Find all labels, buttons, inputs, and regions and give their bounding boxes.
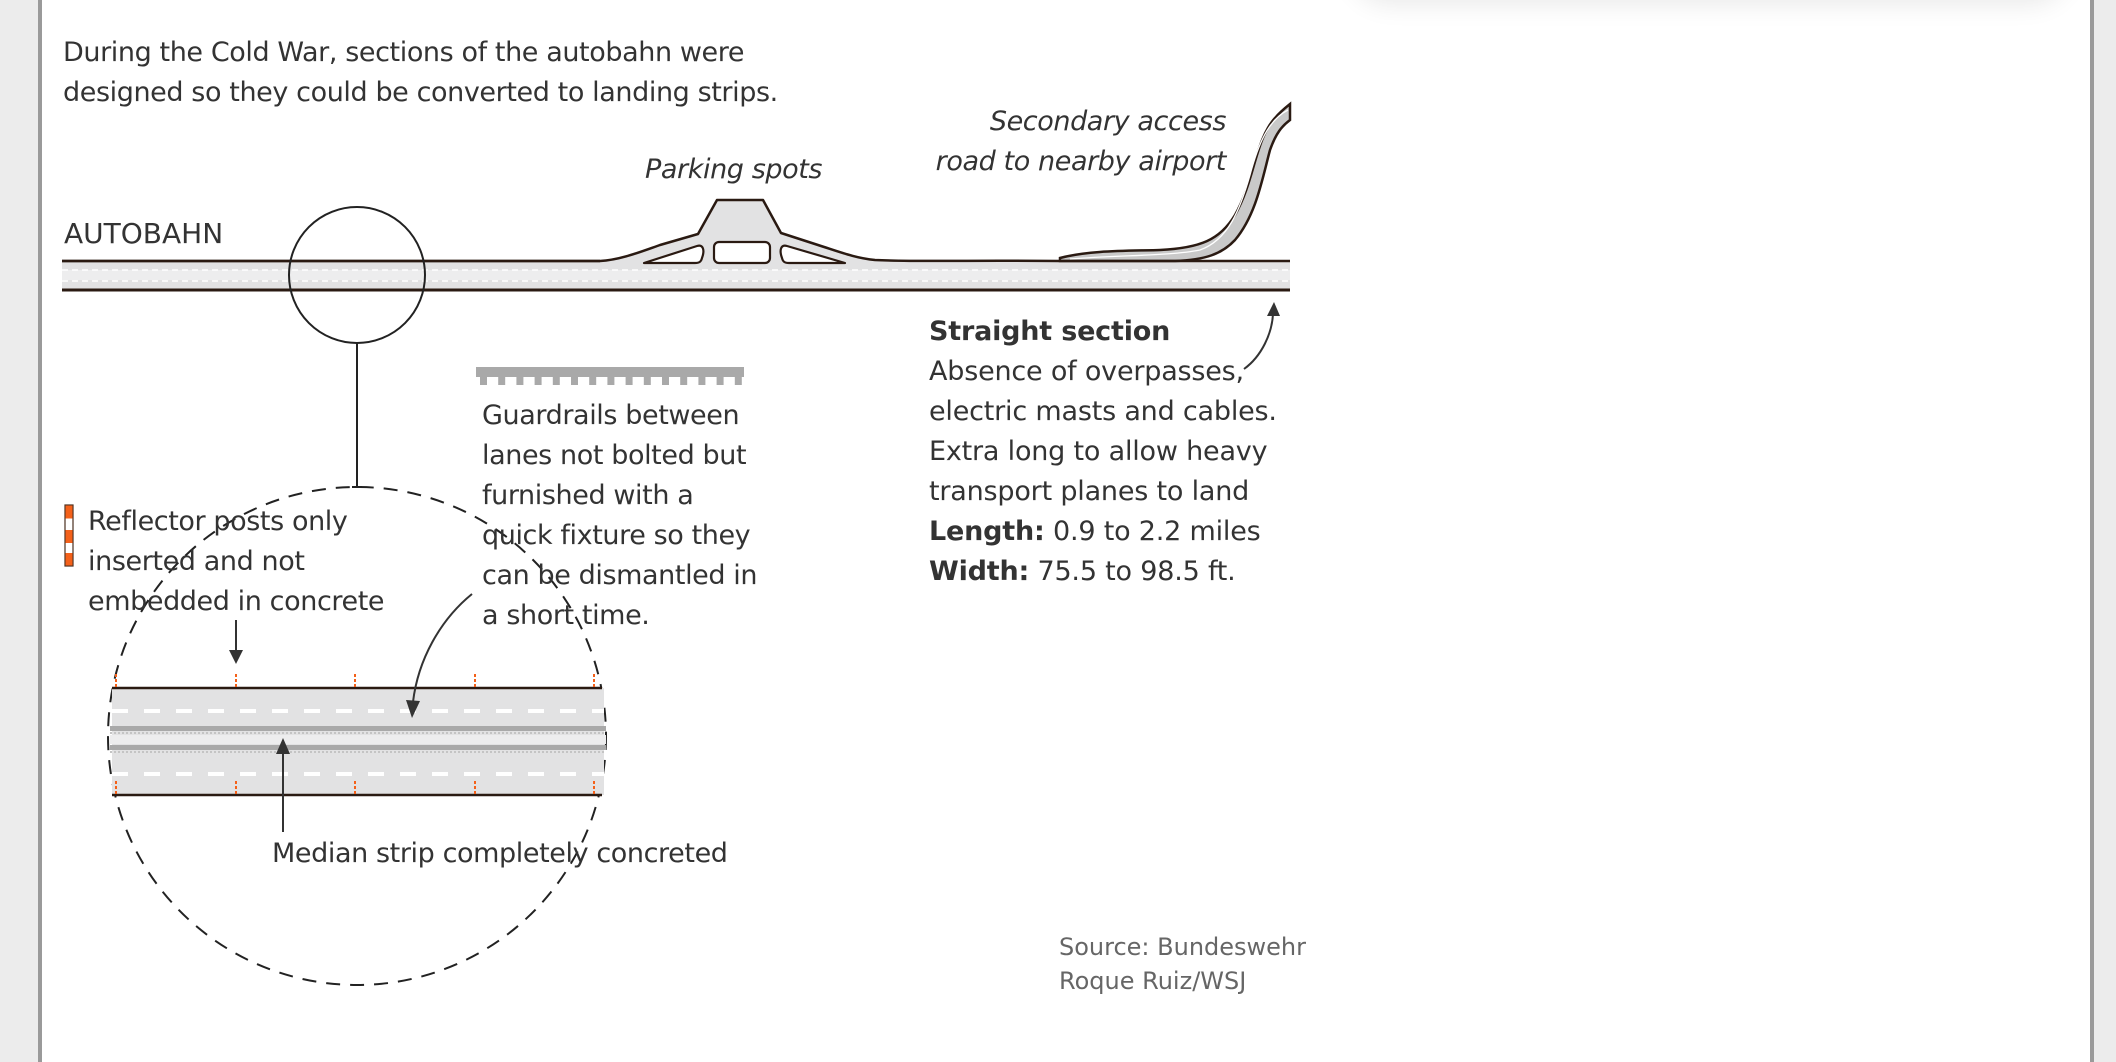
intro-text: During the Cold War, sections of the aut… [63, 33, 778, 113]
guardrail-tooth [734, 377, 742, 385]
width-label: Width: [929, 556, 1030, 587]
reflector-line: Reflector posts only [88, 506, 348, 537]
guardrail-tooth [516, 377, 524, 385]
access-road-label: Secondary access road to nearby airport [935, 102, 1227, 182]
access-road [1058, 101, 1292, 263]
median-arrow [276, 738, 290, 832]
guardrail-tooth [680, 377, 688, 385]
straight-section-line: Extra long to allow heavy [929, 436, 1268, 467]
guardrail-tooth [625, 377, 633, 385]
guardrails-line: lanes not bolted but [482, 440, 747, 471]
author-credit: Roque Ruiz/WSJ [1059, 967, 1247, 995]
reflector-post-icon [64, 504, 74, 567]
straight-section-arrow [1243, 302, 1280, 370]
straight-section-line: electric masts and cables. [929, 396, 1277, 427]
intro-line: During the Cold War, sections of the aut… [63, 37, 745, 68]
guardrail-tooth [643, 377, 651, 385]
guardrails-line: can be dismantled in [482, 560, 758, 591]
reflector-line: embedded in concrete [88, 586, 385, 617]
graphic-frame [38, 0, 2094, 1062]
guardrail-tooth [552, 377, 560, 385]
credits: Source: Bundeswehr Roque Ruiz/WSJ [1059, 930, 1306, 998]
guardrails-line: Guardrails between [482, 400, 740, 431]
guardrails-line: furnished with a [482, 480, 694, 511]
access-road-line: road to nearby airport [935, 146, 1227, 177]
width-value: 75.5 to 98.5 ft. [1029, 556, 1236, 587]
access-road-line: Secondary access [989, 106, 1227, 137]
straight-section-line: transport planes to land [929, 476, 1250, 507]
guardrail-tooth [716, 377, 724, 385]
detail-road [110, 674, 606, 797]
guardrail-tooth [662, 377, 669, 385]
reflector-note: Reflector posts only inserted and not em… [88, 502, 385, 622]
straight-section-line: Absence of overpasses, [929, 356, 1244, 387]
guardrails-line: quick fixture so they [482, 520, 751, 551]
guardrails-note: Guardrails between lanes not bolted but … [482, 396, 758, 636]
guardrail-tooth [589, 377, 597, 385]
median-strip-label: Median strip completely concreted [272, 838, 728, 869]
guardrail-tooth [698, 377, 706, 385]
reflector-line: inserted and not [88, 546, 305, 577]
parking-area [62, 198, 1290, 265]
intro-line: designed so they could be converted to l… [63, 77, 778, 108]
straight-section-note: Straight section Absence of overpasses, … [929, 312, 1277, 592]
guardrail-arrow [406, 593, 473, 718]
guardrails-line: a short time. [482, 600, 650, 631]
reflector-posts [115, 674, 595, 795]
guardrail-tooth [534, 377, 542, 385]
length-row: Length: 0.9 to 2.2 miles [929, 512, 1277, 552]
length-value: 0.9 to 2.2 miles [1044, 516, 1261, 547]
source-credit: Source: Bundeswehr [1059, 933, 1307, 961]
length-label: Length: [929, 516, 1045, 547]
parking-spots-label: Parking spots [645, 154, 823, 185]
reflector-arrow [229, 620, 243, 664]
guardrail-tooth [571, 377, 578, 385]
autobahn-road [62, 261, 1290, 292]
guardrail-tooth [498, 377, 506, 385]
width-row: Width: 75.5 to 98.5 ft. [929, 552, 1277, 592]
straight-section-title: Straight section [929, 316, 1171, 347]
guardrail-tooth [607, 377, 615, 385]
autobahn-label: AUTOBAHN [64, 217, 224, 250]
guardrail-icon [476, 367, 744, 385]
guardrail-tooth [480, 377, 487, 385]
